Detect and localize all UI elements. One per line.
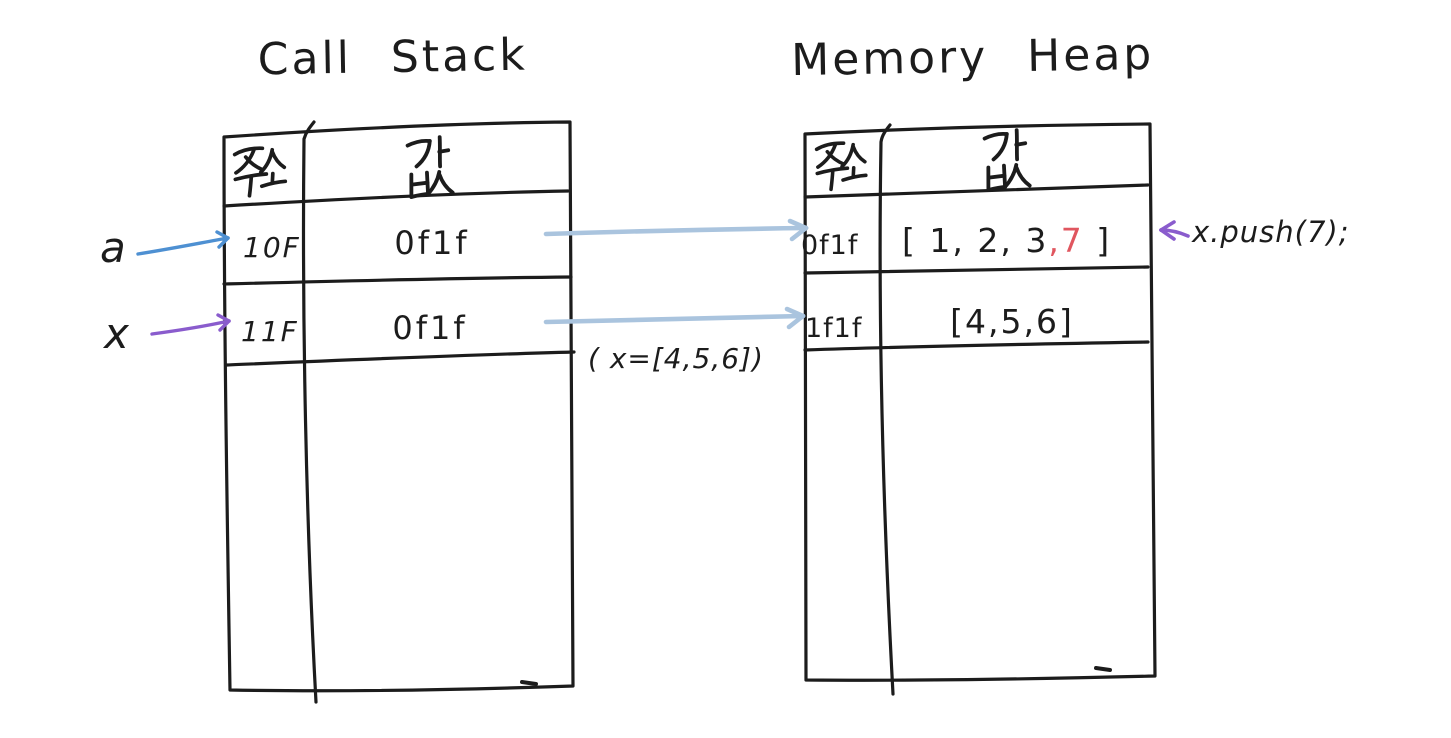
heap-row1-value-suffix: ] <box>1084 221 1111 260</box>
call-stack-value-header-glyph <box>405 135 455 199</box>
call-stack-title: Call Stack <box>257 30 528 86</box>
memory-heap-panel: Memory Heap 0f1f [ 1, 2, 3,7 ] 1f1f [4,5… <box>791 29 1157 696</box>
call-stack-header-line <box>222 189 570 208</box>
pointer-x-arrow <box>150 313 231 336</box>
call-stack-column-divider <box>301 120 318 704</box>
heap-row-line-1 <box>803 265 1150 275</box>
push-note: x.push(7); <box>1191 215 1350 249</box>
heap-column-divider <box>878 123 895 696</box>
call-stack-row-line-2 <box>225 350 576 367</box>
pointer-labels: a x <box>100 223 231 358</box>
heap-header-line <box>803 183 1150 199</box>
pointer-a-label: a <box>100 223 126 272</box>
stack-row1-address: 10F <box>243 231 301 264</box>
pointer-a-arrow <box>136 230 230 256</box>
annotations: ( x=[4,5,6]) x.push(7); <box>588 215 1350 375</box>
heap-row-line-2 <box>803 340 1150 352</box>
memory-heap-title: Memory Heap <box>791 29 1155 86</box>
heap-row1-address: 0f1f <box>801 230 859 261</box>
call-stack-bottom-tick <box>520 680 538 686</box>
reference-arrow-a <box>543 218 809 242</box>
call-stack-row-line-1 <box>222 275 573 286</box>
call-stack-table-border <box>222 120 575 693</box>
heap-row1-value: [ 1, 2, 3,7 ] <box>902 221 1111 260</box>
reference-arrows <box>543 218 809 330</box>
stack-row2-address: 11F <box>241 315 299 348</box>
heap-value-header-glyph <box>982 128 1032 192</box>
pointer-x-label: x <box>102 309 130 358</box>
assignment-note: ( x=[4,5,6]) <box>588 342 764 375</box>
reference-arrow-x <box>543 306 806 330</box>
heap-row2-value: [4,5,6] <box>950 302 1074 341</box>
heap-row2-address: 1f1f <box>805 313 863 344</box>
push-note-arrow <box>1159 220 1190 241</box>
stack-row2-value: 0f1f <box>392 309 467 347</box>
heap-table-border <box>803 122 1157 682</box>
call-stack-address-header-glyph <box>232 146 288 198</box>
heap-address-header-glyph <box>814 141 868 192</box>
stack-row1-value: 0f1f <box>394 224 469 262</box>
heap-row1-value-prefix: [ 1, 2, 3 <box>902 221 1048 260</box>
call-stack-panel: Call Stack 10F 0f1f 11F 0f1f <box>222 30 576 704</box>
heap-row1-value-pushed: ,7 <box>1048 221 1084 260</box>
heap-bottom-tick <box>1094 666 1112 672</box>
